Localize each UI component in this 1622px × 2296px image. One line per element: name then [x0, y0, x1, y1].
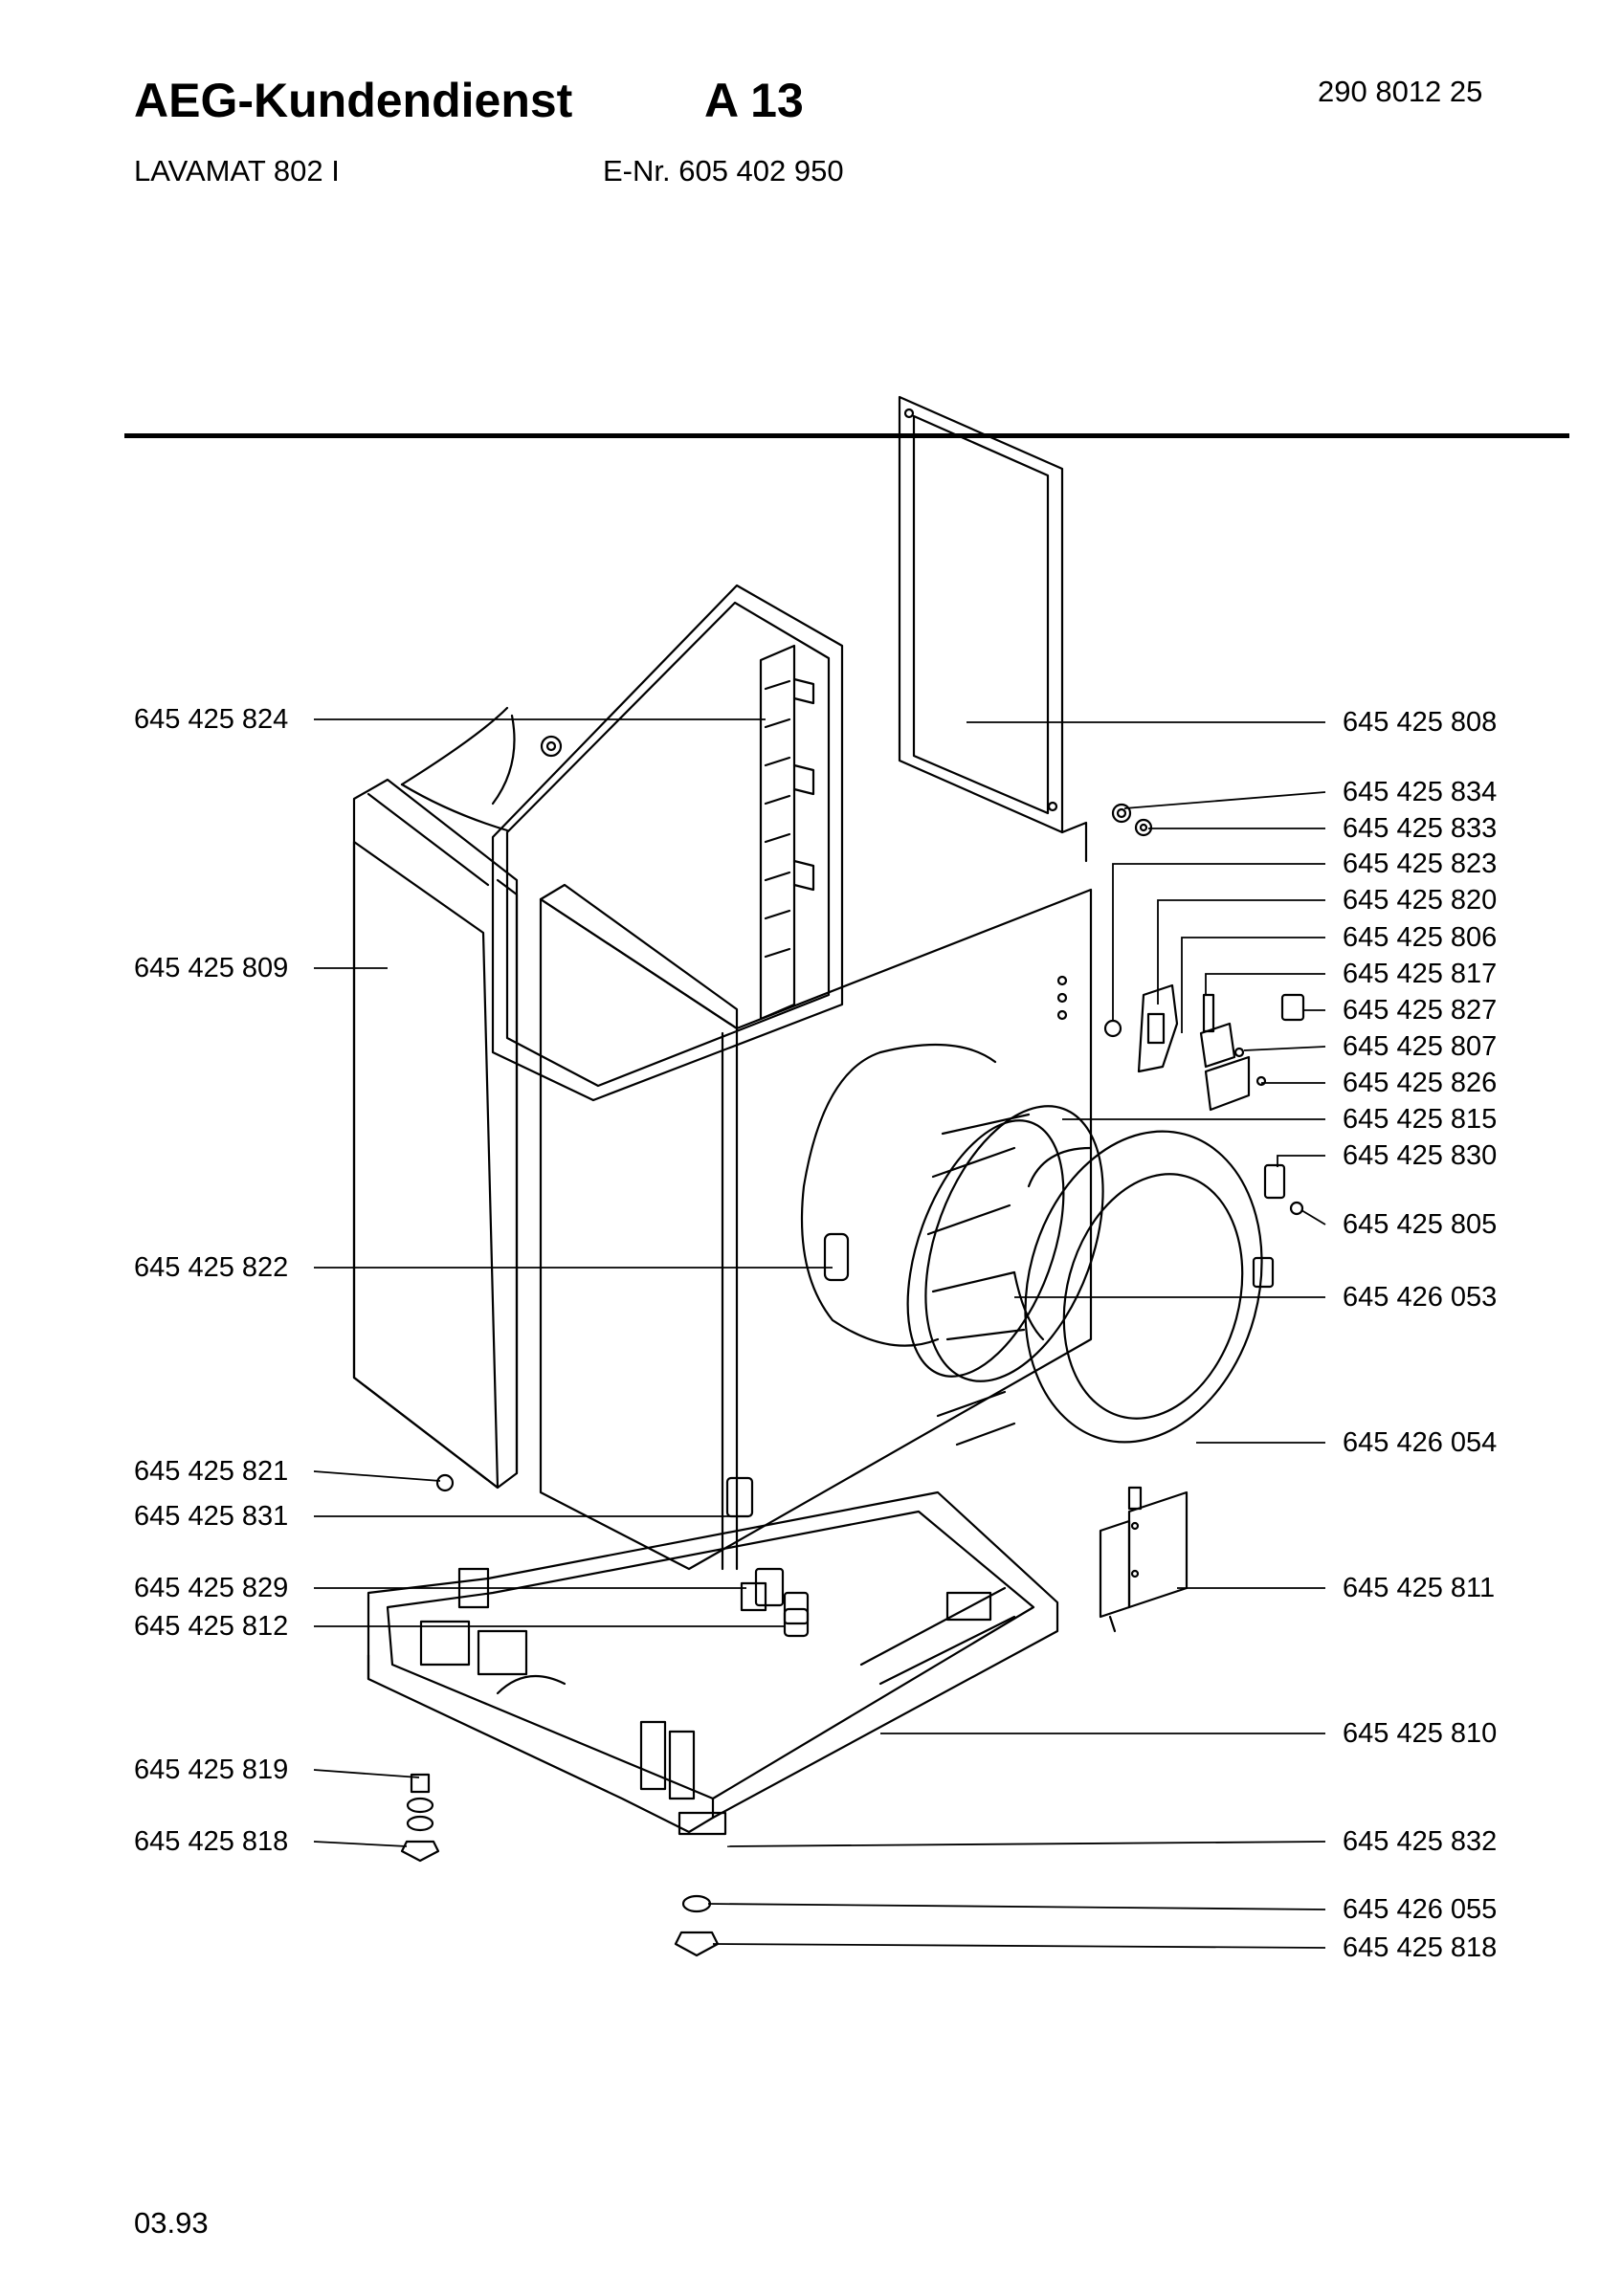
part-number-label: 645 425 808: [1343, 707, 1498, 738]
part-number-label: 645 425 810: [1343, 1718, 1498, 1749]
part-number-label: 645 425 830: [1343, 1140, 1498, 1171]
part-number-label: 645 425 809: [134, 953, 289, 983]
header-divider: [124, 433, 1569, 438]
brand-title: AEG-Kundendienst: [134, 74, 573, 127]
door-ring: [906, 1105, 1104, 1382]
rear-rail: [759, 644, 815, 1021]
side-panel-left: [352, 778, 519, 1490]
door: [1012, 1130, 1275, 1444]
hinge: [1099, 1486, 1189, 1633]
section-code: A 13: [704, 74, 804, 127]
part-number-label: 645 425 832: [1343, 1826, 1498, 1857]
part-number-label: 645 425 807: [1343, 1031, 1498, 1062]
part-number-label: 645 425 812: [134, 1611, 289, 1642]
part-number-label: 645 425 829: [134, 1573, 289, 1603]
part-number-label: 645 425 818: [134, 1826, 289, 1857]
small-parts: [435, 803, 1305, 1638]
part-number-label: 645 425 806: [1343, 922, 1498, 953]
part-number-label: 645 425 818: [1343, 1932, 1498, 1963]
part-number-label: 645 425 834: [1343, 777, 1498, 807]
e-number: E-Nr. 605 402 950: [603, 154, 844, 188]
part-number-label: 645 425 831: [134, 1501, 289, 1532]
part-number-label: 645 425 821: [134, 1456, 289, 1487]
cabinet-frame: [400, 584, 844, 1102]
document-number: 290 8012 25: [1318, 75, 1483, 108]
side-frame-right: [898, 395, 1088, 863]
part-number-label: 645 425 815: [1343, 1104, 1498, 1135]
part-number-label: 645 426 053: [1343, 1282, 1498, 1313]
part-number-label: 645 425 817: [1343, 959, 1498, 989]
part-number-label: 645 425 822: [134, 1252, 289, 1283]
part-number-label: 645 425 827: [1343, 995, 1498, 1026]
part-number-label: 645 426 055: [1343, 1894, 1498, 1925]
print-date: 03.93: [134, 2206, 209, 2240]
part-number-label: 645 425 805: [1343, 1209, 1498, 1240]
model-name: LAVAMAT 802 I: [134, 154, 340, 188]
part-number-label: 645 425 824: [134, 704, 289, 735]
front-panel: [539, 883, 1093, 1571]
base-frame: [367, 1490, 1059, 1836]
part-number-label: 645 425 811: [1343, 1573, 1496, 1603]
part-number-label: 645 425 833: [1343, 813, 1498, 844]
part-number-label: 645 425 819: [134, 1755, 289, 1785]
part-number-label: 645 425 820: [1343, 885, 1498, 916]
part-number-label: 645 425 826: [1343, 1068, 1498, 1098]
part-number-label: 645 426 054: [1343, 1427, 1498, 1458]
part-number-label: 645 425 823: [1343, 849, 1498, 879]
feet: [400, 1773, 720, 1957]
